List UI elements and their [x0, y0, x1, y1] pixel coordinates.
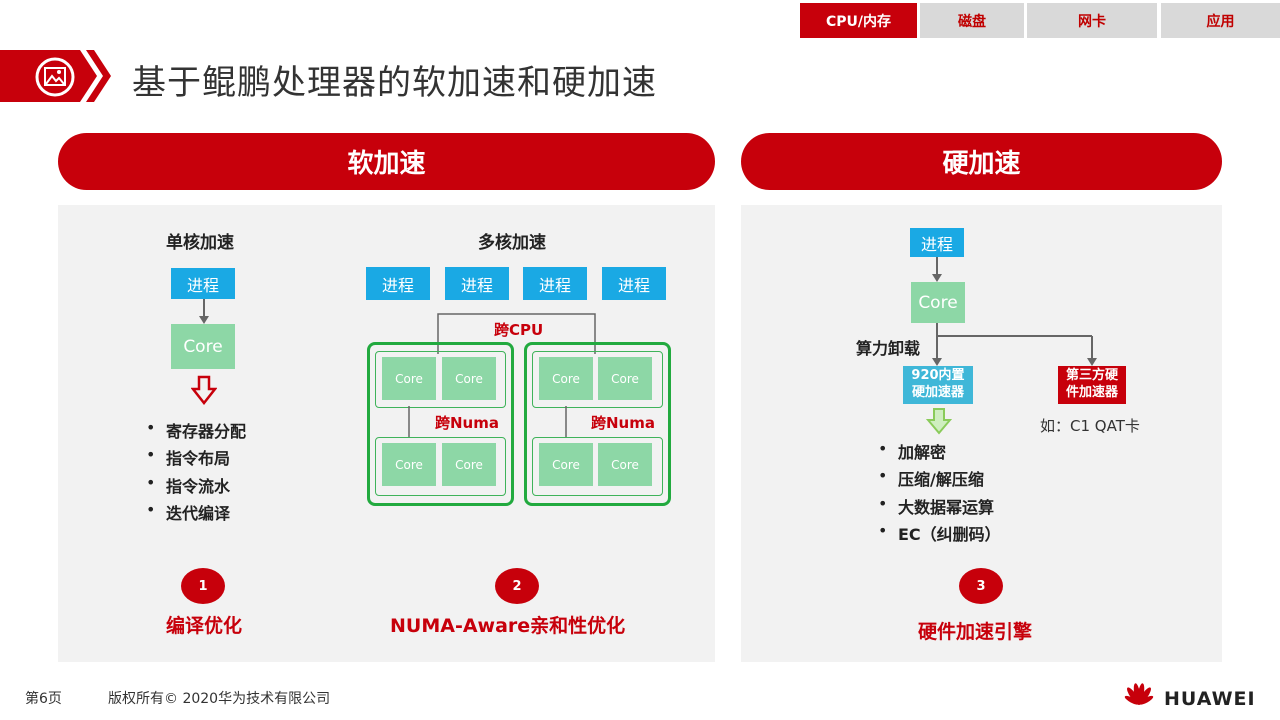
multi-process-box: 进程 — [445, 267, 509, 300]
tab-disk[interactable]: 磁盘 — [920, 3, 1024, 38]
page-number: 第6页 — [25, 691, 62, 707]
numa-node — [532, 351, 663, 408]
offload-connector — [932, 323, 1097, 366]
core-box: Core — [442, 443, 496, 486]
step-number-1: 1 — [181, 568, 225, 604]
builtin-accelerator-box: 920内置 硬加速器 — [903, 366, 973, 404]
single-item: 指令流水 — [146, 473, 230, 497]
step-number-2: 2 — [495, 568, 539, 604]
hard-item: 压缩/解压缩 — [878, 466, 984, 490]
arrow-down-icon — [199, 299, 209, 324]
single-item: 迭代编译 — [146, 500, 230, 524]
cross-numa-connector — [408, 406, 410, 437]
core-box: Core — [539, 443, 593, 486]
numa-node — [532, 437, 663, 496]
header-banner — [0, 50, 111, 102]
multi-process-box: 进程 — [523, 267, 587, 300]
tab-nic[interactable]: 网卡 — [1027, 3, 1157, 38]
hard-core-box: Core — [911, 282, 965, 323]
numa-node — [375, 437, 506, 496]
core-box: Core — [539, 357, 593, 400]
tab-cpu-memory[interactable]: CPU/内存 — [800, 3, 917, 38]
example-text: 如：C1 QAT卡 — [1040, 417, 1140, 435]
single-item: 指令布局 — [146, 445, 230, 469]
page-title: 基于鲲鹏处理器的软加速和硬加速 — [132, 63, 657, 103]
multi-caption: NUMA-Aware亲和性优化 — [390, 615, 626, 637]
copyright: 版权所有© 2020华为技术有限公司 — [108, 691, 331, 707]
hollow-arrow-down-icon — [191, 375, 217, 405]
multi-core-title: 多核加速 — [478, 233, 546, 253]
hard-item: EC（纠删码） — [878, 521, 1001, 545]
builtin-line: 硬加速器 — [911, 385, 964, 400]
cross-numa-connector — [565, 406, 567, 437]
core-box: Core — [382, 357, 436, 400]
soft-accel-header: 软加速 — [58, 133, 715, 190]
numa-group-right — [524, 342, 671, 506]
single-core-title: 单核加速 — [166, 233, 234, 253]
hollow-arrow-down-icon — [926, 408, 952, 435]
builtin-line: 920内置 — [911, 368, 965, 383]
core-box: Core — [382, 443, 436, 486]
step-number-3: 3 — [959, 568, 1003, 604]
offload-label: 算力卸载 — [856, 339, 921, 358]
single-item: 寄存器分配 — [146, 418, 246, 442]
multi-process-box: 进程 — [366, 267, 430, 300]
multi-process-box: 进程 — [602, 267, 666, 300]
hard-caption: 硬件加速引擎 — [918, 621, 1033, 643]
arrow-down-icon — [932, 257, 942, 282]
cross-cpu-label: 跨CPU — [492, 319, 546, 340]
numa-group-left — [367, 342, 514, 506]
single-core-box: Core — [171, 324, 235, 369]
cross-numa-label: 跨Numa — [435, 414, 499, 432]
cross-cpu-connector — [437, 313, 596, 354]
third-line: 件加速器 — [1065, 385, 1118, 400]
core-box: Core — [598, 443, 652, 486]
hard-process-box: 进程 — [910, 228, 964, 257]
hard-accel-header: 硬加速 — [741, 133, 1222, 190]
huawei-logo-icon — [1124, 683, 1154, 705]
huawei-brand: HUAWEI — [1164, 688, 1256, 710]
hard-item: 加解密 — [878, 439, 946, 463]
tab-app[interactable]: 应用 — [1161, 3, 1280, 38]
third-party-accelerator-box: 第三方硬 件加速器 — [1058, 366, 1126, 404]
image-icon — [35, 57, 75, 97]
numa-node — [375, 351, 506, 408]
third-line: 第三方硬 — [1065, 368, 1118, 383]
single-caption: 编译优化 — [166, 615, 243, 637]
core-box: Core — [598, 357, 652, 400]
core-box: Core — [442, 357, 496, 400]
cross-numa-label: 跨Numa — [591, 414, 655, 432]
single-process-box: 进程 — [171, 268, 235, 299]
hard-item: 大数据幂运算 — [878, 494, 994, 518]
